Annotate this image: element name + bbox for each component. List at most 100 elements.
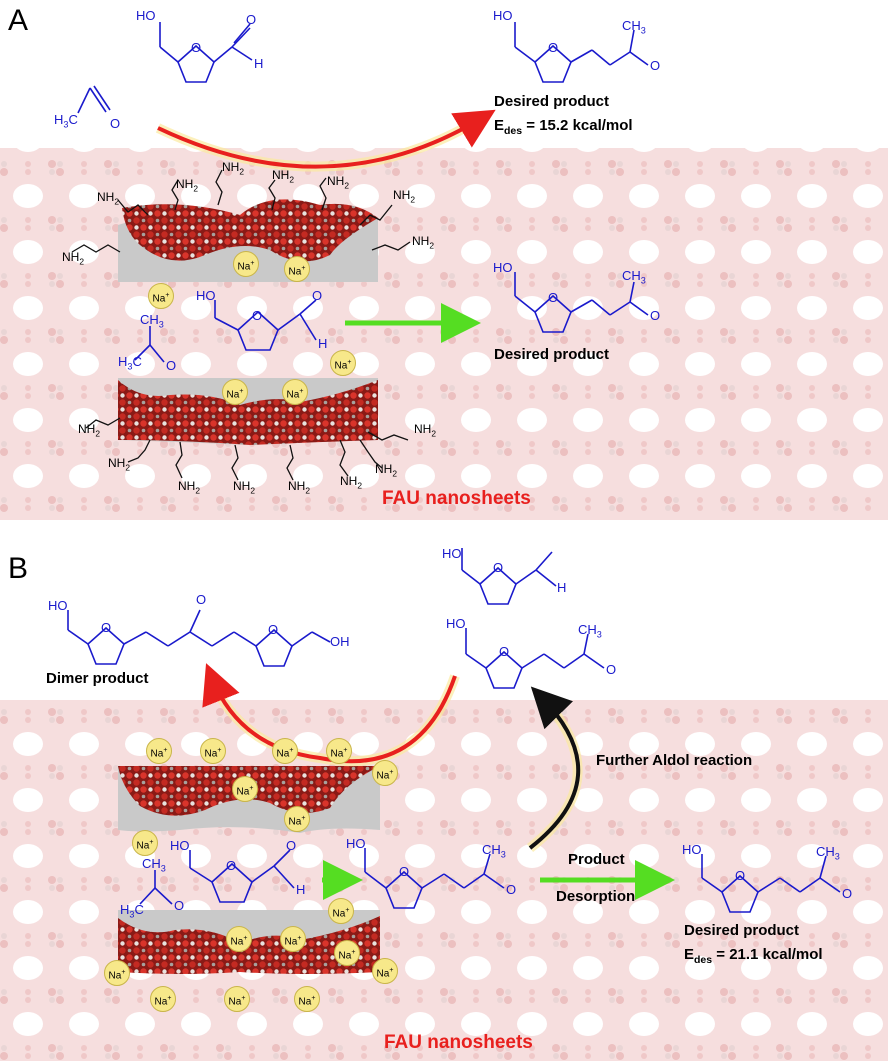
hmf-b-aldehyde-h-label: H <box>557 580 567 595</box>
product2-hydroxyl-label: HO <box>493 260 513 275</box>
acetone-b-methyl-label: CH3 <box>142 856 166 874</box>
desorption-label: Desorption <box>556 888 636 905</box>
panel-letter-a: A <box>8 4 29 37</box>
intermediate-ketone-oxygen-label: O <box>606 662 617 677</box>
acetone-molecule-top <box>77 85 111 114</box>
product2-ketone-oxygen-label: O <box>650 308 661 323</box>
dimer-product-molecule <box>67 609 331 667</box>
acetone-b-h3c-label: H3C <box>120 902 144 920</box>
hmf-aldehyde-h-label: H <box>318 336 328 351</box>
sodium-ion: Na+ <box>280 926 306 952</box>
panel-b-diagram <box>0 548 888 1061</box>
desired-product-label-2: Desired product <box>494 346 610 363</box>
product-ketone-oxygen-label: O <box>650 58 661 73</box>
hmf-carbonyl-oxygen-label: O <box>312 288 323 303</box>
desired-product-label-1: Desired product <box>494 93 610 110</box>
dimer-hydroxyl-label: HO <box>48 598 68 613</box>
dimer-ketone-oxygen-label: O <box>196 592 207 607</box>
amine-label: NH2 <box>288 479 311 496</box>
hmf-molecule-b-middle <box>189 849 295 903</box>
hmf-molecule-b-top <box>461 548 557 605</box>
desired-product-molecule-1 <box>514 22 649 83</box>
nanosheet-bottom <box>118 380 378 445</box>
amine-label: NH2 <box>393 188 416 205</box>
acetone-methyl-label: CH3 <box>140 312 164 330</box>
sodium-ion: Na+ <box>372 958 398 984</box>
desired-b-ketone-oxygen-label: O <box>842 886 853 901</box>
amine-label: NH2 <box>327 174 350 191</box>
product-ring-oxygen-label: O <box>548 40 559 55</box>
carbonyl-oxygen-label: O <box>246 12 257 27</box>
dimer-product-label: Dimer product <box>46 670 149 687</box>
fau-nanosheets-title-b: FAU nanosheets <box>384 1032 533 1053</box>
product-hydroxyl-label: HO <box>493 8 513 23</box>
sodium-ion: Na+ <box>282 379 308 405</box>
panel-b: B HO O O O OH Dimer product HO O H HO O … <box>0 548 888 1061</box>
amine-label: NH2 <box>272 168 295 185</box>
desired-product-molecule-b <box>701 854 841 913</box>
ring-oxygen-label: O <box>191 40 202 55</box>
sodium-ion: Na+ <box>150 986 176 1012</box>
sodium-ion: Na+ <box>294 986 320 1012</box>
adsorbed-ketone-oxygen-label: O <box>506 882 517 897</box>
amine-label: NH2 <box>233 479 256 496</box>
product2-methyl-label: CH3 <box>622 268 646 286</box>
nanosheet-top <box>122 199 378 262</box>
hmf-ring-oxygen-label: O <box>252 308 263 323</box>
aldehyde-h-label: H <box>254 56 264 71</box>
panel-a: A HO O O H H3C O HO O O CH3 Desired prod… <box>0 0 888 520</box>
panel-letter-b: B <box>8 552 29 585</box>
hmf-molecule-top <box>159 22 253 83</box>
amine-chains-bottom <box>85 417 409 481</box>
amine-label: NH2 <box>62 250 85 267</box>
desired-b-ring-oxygen-label: O <box>735 868 746 883</box>
sodium-ion: Na+ <box>132 830 158 856</box>
sodium-ion: Na+ <box>326 738 352 764</box>
desired-product-label-b: Desired product <box>684 922 800 939</box>
hmf-b-ring-oxygen-label: O <box>493 560 504 575</box>
hydroxyl-label: HO <box>136 8 156 23</box>
sodium-ion: Na+ <box>328 898 354 924</box>
h3c-label: H3C <box>54 112 78 130</box>
amine-label: NH2 <box>412 234 435 251</box>
intermediate-methyl-label: CH3 <box>578 622 602 640</box>
desorption-arrow-red <box>157 109 496 169</box>
further-aldol-label: Further Aldol reaction <box>596 752 753 769</box>
hmf-hydroxyl-label: HO <box>196 288 216 303</box>
amine-chains-top <box>71 169 411 253</box>
adsorbed-ring-oxygen-label: O <box>399 864 410 879</box>
hmf-b-hydroxyl-label: HO <box>442 548 462 561</box>
product-methyl-label: CH3 <box>622 18 646 36</box>
amine-label: NH2 <box>375 462 398 479</box>
product-label: Product <box>568 851 625 868</box>
hmf-mid-hydroxyl-label: HO <box>170 838 190 853</box>
sodium-ion: Na+ <box>272 738 298 764</box>
desorption-energy-label-a: Edes = 15.2 kcal/mol <box>494 117 633 137</box>
sodium-ion: Na+ <box>330 350 356 376</box>
adsorbed-product-molecule <box>364 848 505 909</box>
acetone-mid-oxygen-label: O <box>166 358 177 373</box>
panel-a-diagram <box>0 22 888 520</box>
hmf-mid-aldehyde-h-label: H <box>296 882 306 897</box>
desorption-energy-label-b: Edes = 21.1 kcal/mol <box>684 946 823 966</box>
desired-b-methyl-label: CH3 <box>816 844 840 862</box>
amine-label: NH2 <box>97 190 120 207</box>
amine-label: NH2 <box>414 422 437 439</box>
sodium-ion: Na+ <box>233 251 259 277</box>
amine-label: NH2 <box>340 474 363 491</box>
sodium-ion: Na+ <box>226 926 252 952</box>
adsorbed-hydroxyl-label: HO <box>346 836 366 851</box>
dimer-ring-oxygen-label: O <box>101 620 112 635</box>
acetone-molecule-middle <box>134 326 165 363</box>
sodium-ion: Na+ <box>284 806 310 832</box>
hmf-mid-ring-oxygen-label: O <box>226 858 237 873</box>
zeolite-background-b <box>0 700 888 1061</box>
dimer-hydroxyl-tail-label: OH <box>330 634 350 649</box>
fau-nanosheets-title-a: FAU nanosheets <box>382 488 531 509</box>
amine-label: NH2 <box>222 160 245 177</box>
sodium-ion: Na+ <box>334 940 360 966</box>
intermediate-hydroxyl-label: HO <box>446 616 466 631</box>
amine-label: NH2 <box>108 456 131 473</box>
further-aldol-arrow-black <box>528 686 581 850</box>
sodium-ion: Na+ <box>222 379 248 405</box>
